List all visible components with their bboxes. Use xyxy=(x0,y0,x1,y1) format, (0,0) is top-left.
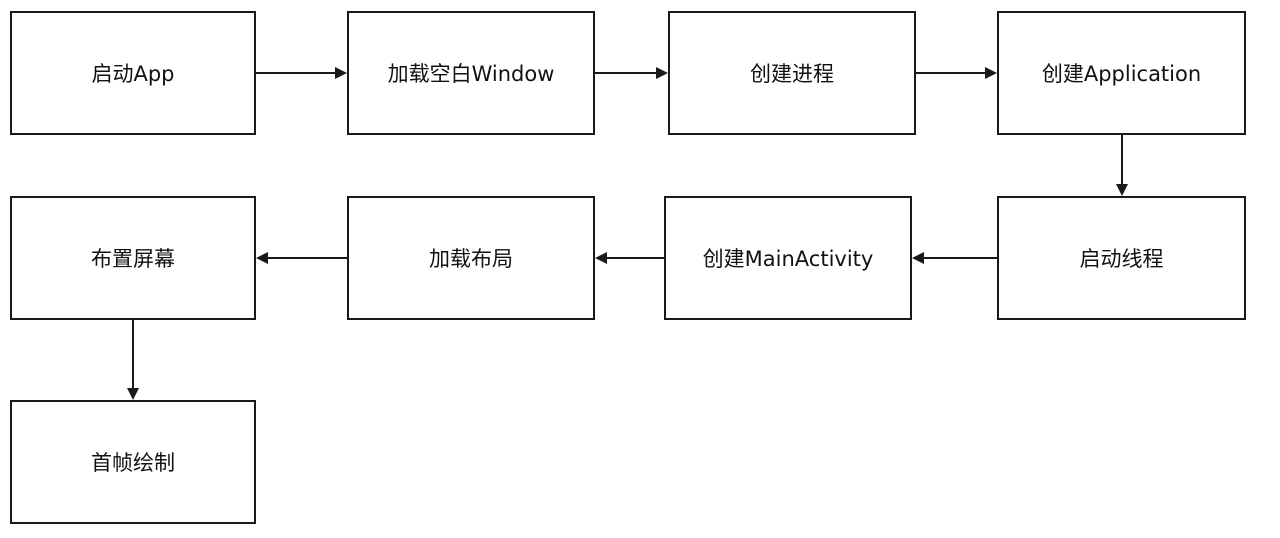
node-label: 创建Application xyxy=(1041,62,1202,86)
node-label: 创建MainActivity xyxy=(702,247,874,271)
node-label: 加载空白Window xyxy=(387,62,555,86)
node-load-blank-window: 加载空白Window xyxy=(347,11,595,135)
node-label: 启动App xyxy=(91,62,175,86)
node-first-frame-draw: 首帧绘制 xyxy=(10,400,256,524)
node-create-main-activity: 创建MainActivity xyxy=(664,196,912,320)
node-label: 首帧绘制 xyxy=(91,451,175,475)
node-create-process: 创建进程 xyxy=(668,11,916,135)
node-start-thread: 启动线程 xyxy=(997,196,1246,320)
node-label: 加载布局 xyxy=(429,247,513,271)
node-start-app: 启动App xyxy=(10,11,256,135)
node-load-layout: 加载布局 xyxy=(347,196,595,320)
node-label: 布置屏幕 xyxy=(91,247,175,271)
node-create-application: 创建Application xyxy=(997,11,1246,135)
node-label: 启动线程 xyxy=(1079,247,1164,271)
node-arrange-screen: 布置屏幕 xyxy=(10,196,256,320)
node-label: 创建进程 xyxy=(750,62,834,86)
